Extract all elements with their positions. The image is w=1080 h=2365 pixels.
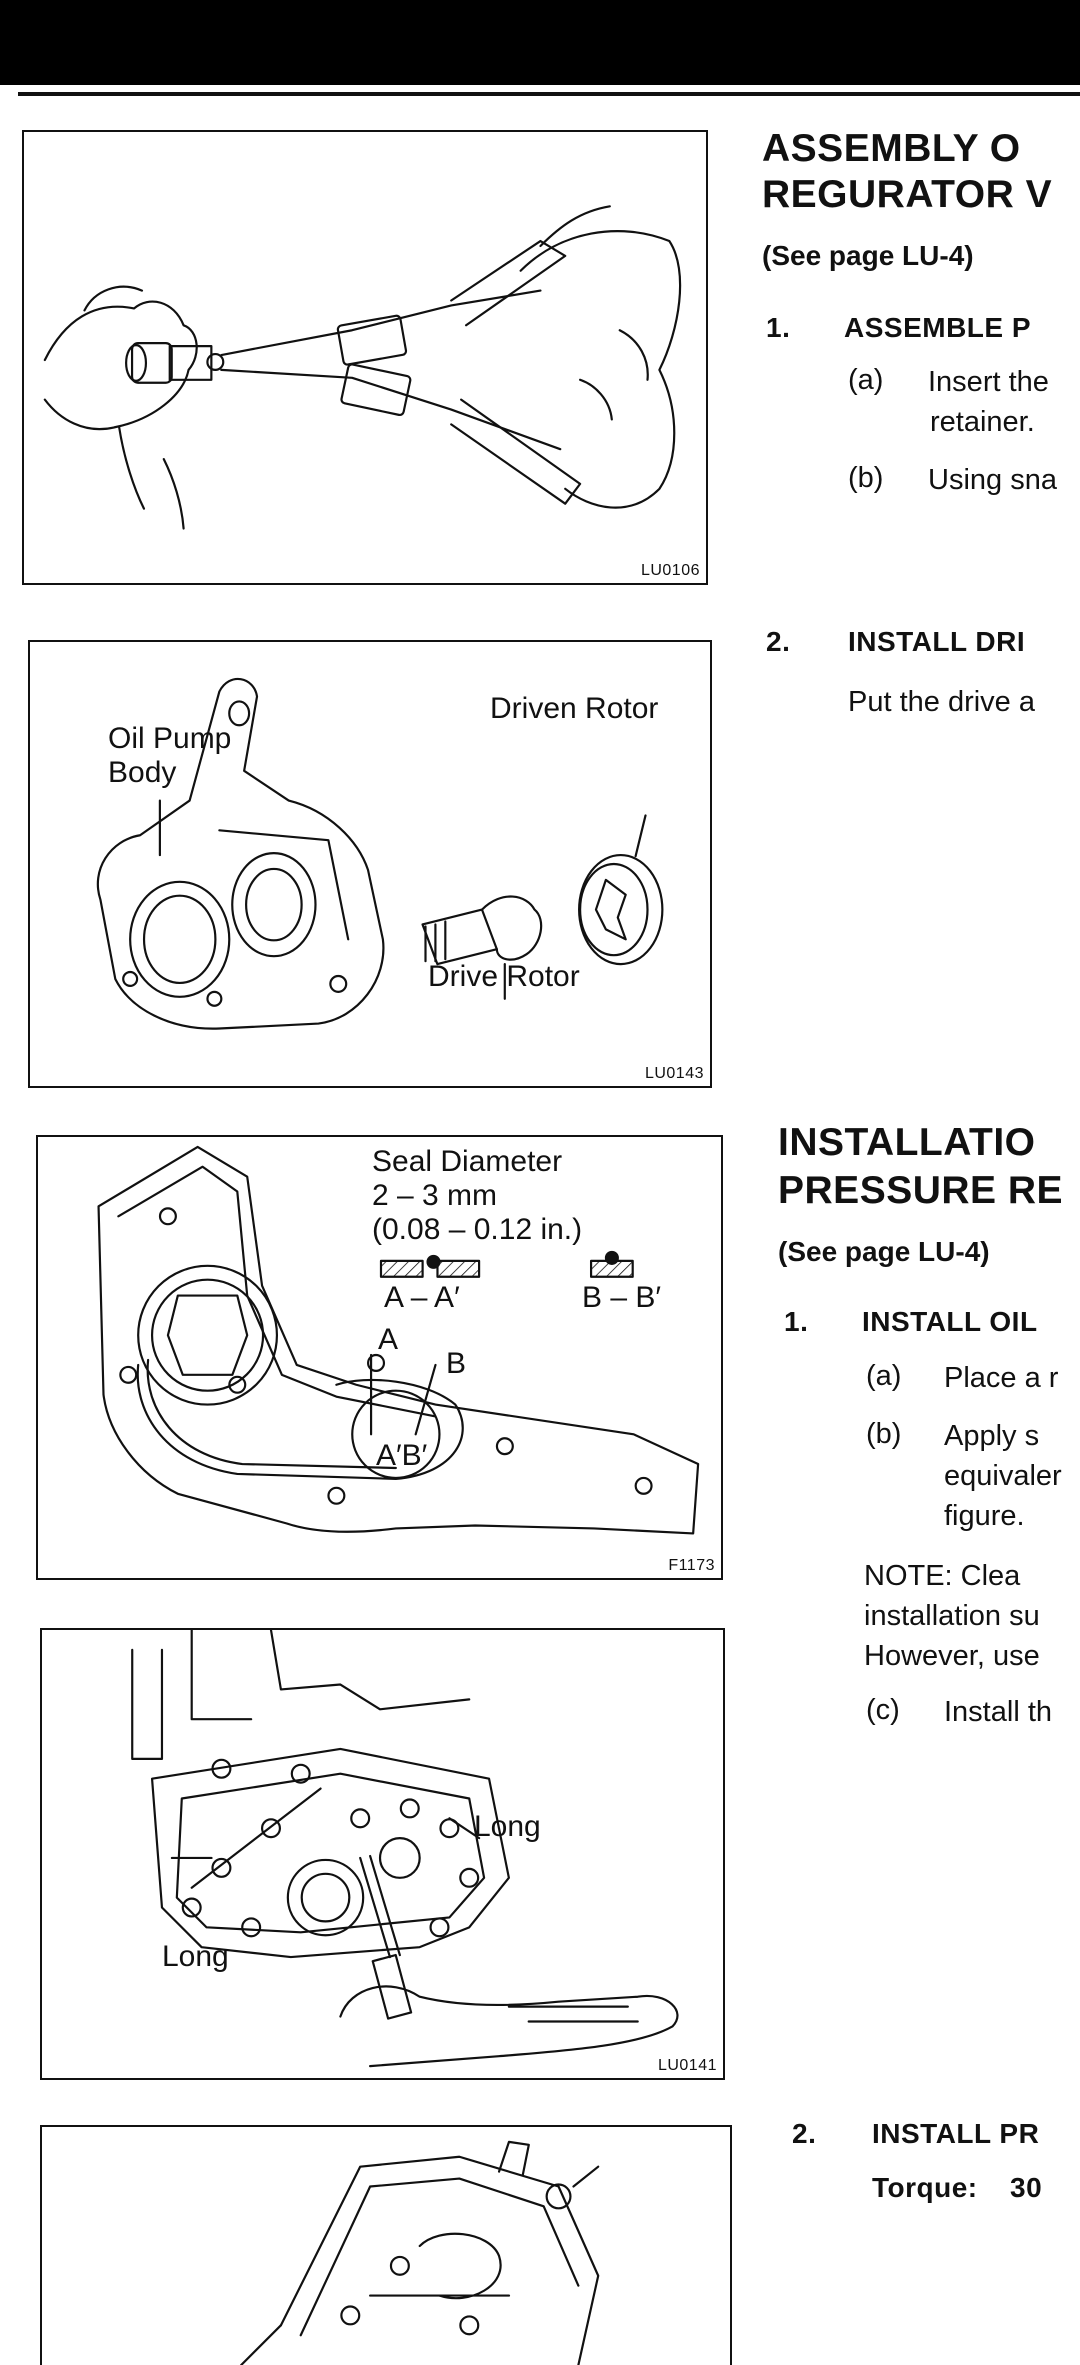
label-driven-rotor: Driven Rotor <box>490 692 659 725</box>
substep-text: Using sna <box>928 464 1057 496</box>
step-title: INSTALL DRI <box>848 626 1026 657</box>
torque-value: 30 <box>1010 2172 1043 2203</box>
torque-label: Torque: <box>872 2172 978 2203</box>
step-number: 2. <box>766 626 791 657</box>
note-text: NOTE: Clea <box>864 1560 1021 1592</box>
label-seal-diameter: Seal Diameter <box>372 1145 563 1178</box>
substep-label: (b) <box>848 462 884 494</box>
step-title: INSTALL PR <box>872 2118 1040 2149</box>
label-oil-pump-body-line2: Body <box>108 756 177 789</box>
substep-text: retainer. <box>930 406 1035 438</box>
substep-text: figure. <box>944 1500 1025 1532</box>
step-number: 1. <box>766 312 791 343</box>
substep-label: (a) <box>866 1360 902 1392</box>
substep-text: Install th <box>944 1696 1052 1728</box>
figure-code: LU0141 <box>657 2057 717 2074</box>
step-title: ASSEMBLE P <box>844 312 1032 343</box>
figure-seal-diameter: Seal Diameter 2 – 3 mm (0.08 – 0.12 in.)… <box>36 1135 723 1580</box>
heading-assembly-line2: REGURATOR V <box>762 173 1053 216</box>
figure-code: F1173 <box>668 1557 715 1574</box>
header-rule <box>18 92 1080 96</box>
label-point-b: B <box>446 1347 467 1380</box>
figure-bolt-installation: Long Long LU0141 <box>40 1628 725 2080</box>
substep-text: Apply s <box>944 1420 1040 1452</box>
see-page-reference: (See page LU-4) <box>778 1236 990 1267</box>
label-point-a: A <box>378 1323 399 1356</box>
figure-pressure-regulator-partial <box>40 2125 732 2365</box>
figure-code: LU0106 <box>640 562 700 579</box>
label-section-a: A – A′ <box>384 1281 460 1314</box>
label-long-right: Long <box>474 1810 541 1843</box>
heading-assembly-line1: ASSEMBLY O <box>762 127 1021 170</box>
note-text: installation su <box>864 1600 1040 1632</box>
substep-label: (b) <box>866 1418 902 1450</box>
step-text: Put the drive a <box>848 686 1035 718</box>
note-text: However, use <box>864 1640 1040 1672</box>
label-oil-pump-body-line1: Oil Pump <box>108 722 232 755</box>
label-long-left: Long <box>162 1940 229 1973</box>
label-section-b: B – B′ <box>582 1281 661 1314</box>
label-seal-size-in: (0.08 – 0.12 in.) <box>372 1213 583 1246</box>
substep-text: Place a r <box>944 1362 1059 1394</box>
substep-label: (c) <box>866 1694 900 1726</box>
heading-installation-line1: INSTALLATIO <box>778 1121 1036 1164</box>
figure-snap-ring-pliers: LU0106 <box>22 130 708 585</box>
label-point-a-b-prime: A′B′ <box>376 1439 428 1472</box>
substep-text: equivaler <box>944 1460 1062 1492</box>
figure-oil-pump-rotors: Oil Pump Body Driven Rotor Drive Rotor L… <box>28 640 712 1088</box>
step-number: 1. <box>784 1306 809 1337</box>
substep-text: Insert the <box>928 366 1049 398</box>
label-drive-rotor: Drive Rotor <box>428 960 580 993</box>
step-number: 2. <box>792 2118 817 2149</box>
top-black-bar <box>0 0 1080 85</box>
substep-label: (a) <box>848 364 884 396</box>
step-title: INSTALL OIL <box>862 1306 1038 1337</box>
see-page-reference: (See page LU-4) <box>762 240 974 271</box>
label-seal-size-mm: 2 – 3 mm <box>372 1179 498 1212</box>
heading-installation-line2: PRESSURE RE <box>778 1169 1064 1212</box>
figure-code: LU0143 <box>644 1065 704 1082</box>
